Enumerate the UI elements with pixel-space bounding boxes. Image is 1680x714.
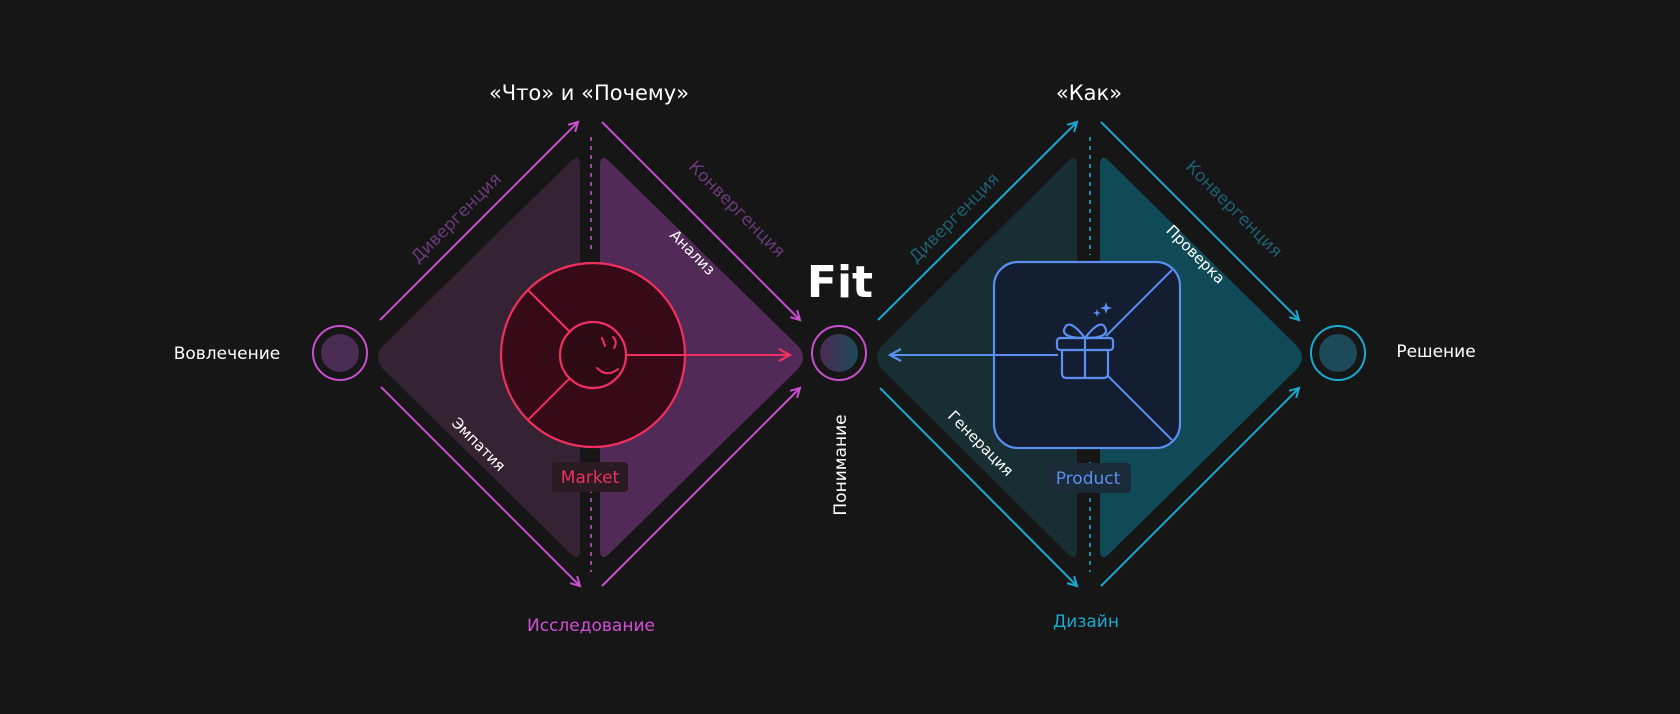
right-diamond-title: «Как» — [1056, 81, 1122, 105]
right-lower-right-arrow — [1100, 388, 1299, 587]
right-divergence-arrow — [877, 122, 1077, 321]
fit-node — [811, 325, 867, 381]
left-lower-right-arrow — [601, 388, 800, 587]
start-label: Вовлечение — [174, 344, 281, 364]
left-diamond-title: «Что» и «Почему» — [489, 81, 689, 105]
product-square — [890, 260, 1182, 450]
product-tag-bg — [1046, 463, 1131, 493]
market-tag-bg — [552, 462, 628, 492]
right-lower-left-arrow — [879, 387, 1077, 586]
right-diamond-left-panel — [877, 157, 1077, 558]
left-diamond-right-panel — [600, 157, 803, 558]
left-diamond-left-panel — [378, 157, 580, 558]
gift-box-icon — [1055, 302, 1115, 380]
left-lower-left-arrow — [380, 386, 580, 586]
right-bottom-label: Дизайн — [1053, 612, 1119, 632]
left-divergence-arrow — [379, 122, 578, 321]
product-tag: Product — [1056, 469, 1121, 489]
fit-title: Fit — [807, 257, 873, 308]
left-convergence-arrow — [601, 121, 800, 320]
right-diamond — [877, 122, 1302, 586]
end-node — [1310, 325, 1366, 381]
left-bottom-label: Исследование — [527, 616, 655, 636]
start-node — [312, 325, 368, 381]
market-tag: Market — [561, 468, 620, 488]
right-diamond-right-panel — [1100, 157, 1302, 558]
center-vertical-label: Понимание — [831, 414, 851, 515]
smiley-face-icon — [558, 320, 628, 390]
right-convergence-arrow — [1100, 121, 1299, 320]
left-diamond — [378, 122, 803, 586]
end-label: Решение — [1396, 342, 1475, 362]
market-circle — [499, 261, 790, 449]
